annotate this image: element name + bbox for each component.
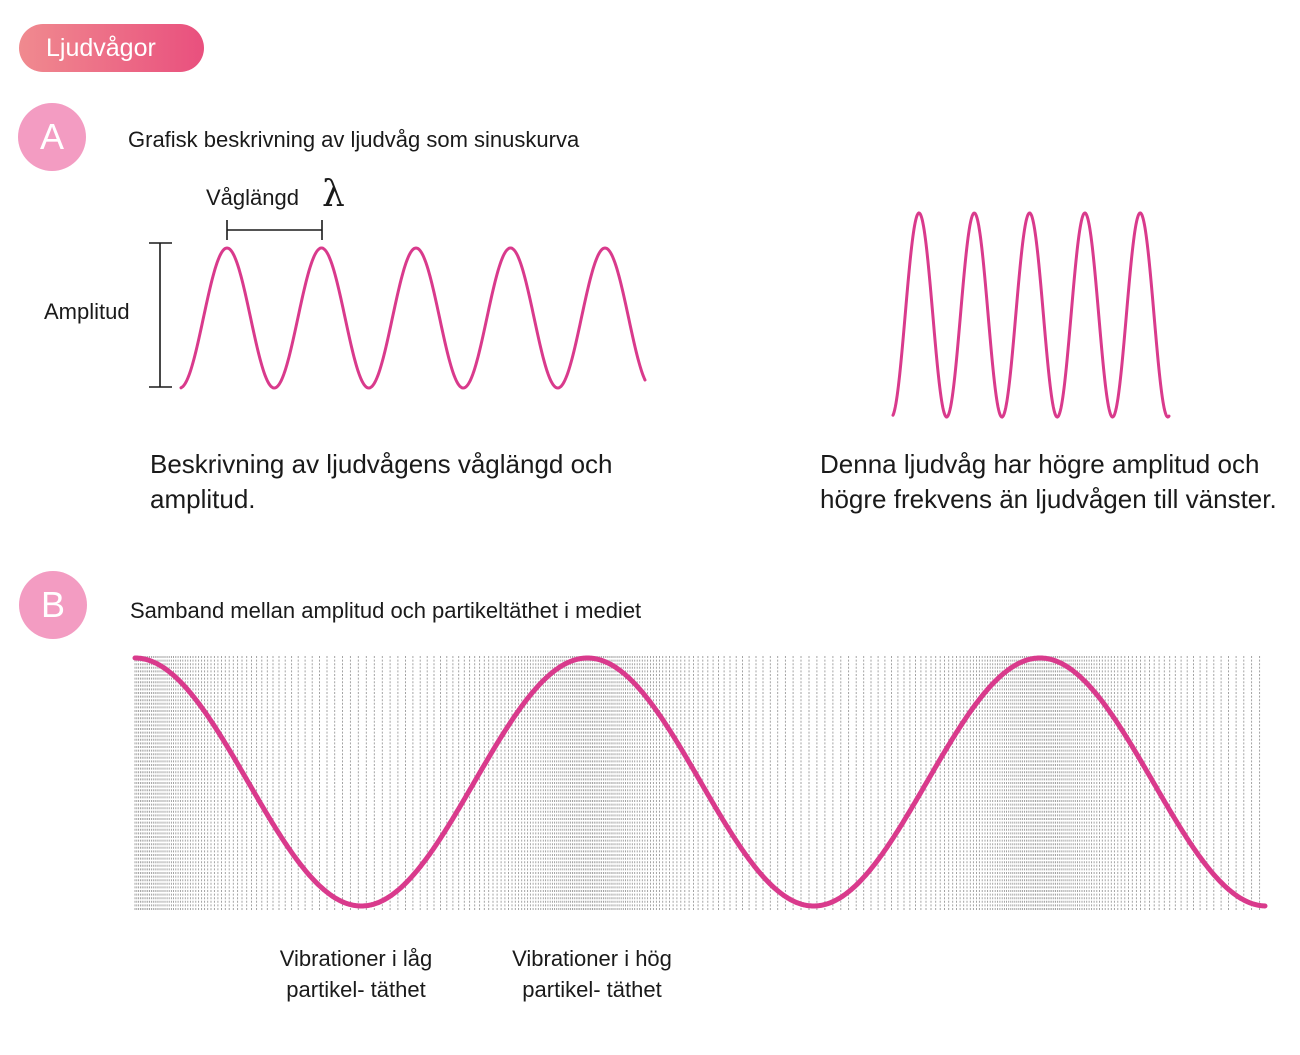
section-a-badge: A <box>18 103 86 171</box>
section-b-badge: B <box>19 571 87 639</box>
lambda-symbol: λ <box>322 174 345 215</box>
amplitude-bracket <box>149 242 172 388</box>
topic-tag: Ljudvågor <box>19 24 204 72</box>
particle-density-lines <box>134 656 1261 910</box>
wavelength-bracket <box>226 220 323 240</box>
wavelength-label: Våglängd <box>206 185 299 210</box>
right-wave-caption: Denna ljudvåg har högre amplitud och hög… <box>820 449 1277 514</box>
high-density-caption: Vibrationer i hög partikel- täthet <box>512 946 672 1002</box>
section-a-subtitle: Grafisk beskrivning av ljudvåg som sinus… <box>128 127 580 152</box>
low-frequency-wave <box>179 246 647 390</box>
density-wave <box>132 655 1268 909</box>
high-frequency-wave <box>891 211 1171 419</box>
amplitude-label: Amplitud <box>44 299 130 324</box>
low-density-caption: Vibrationer i låg partikel- täthet <box>279 946 433 1002</box>
section-b-subtitle: Samband mellan amplitud och partikeltäth… <box>130 598 642 623</box>
left-wave-caption: Beskrivning av ljudvågens våglängd och a… <box>150 449 613 514</box>
